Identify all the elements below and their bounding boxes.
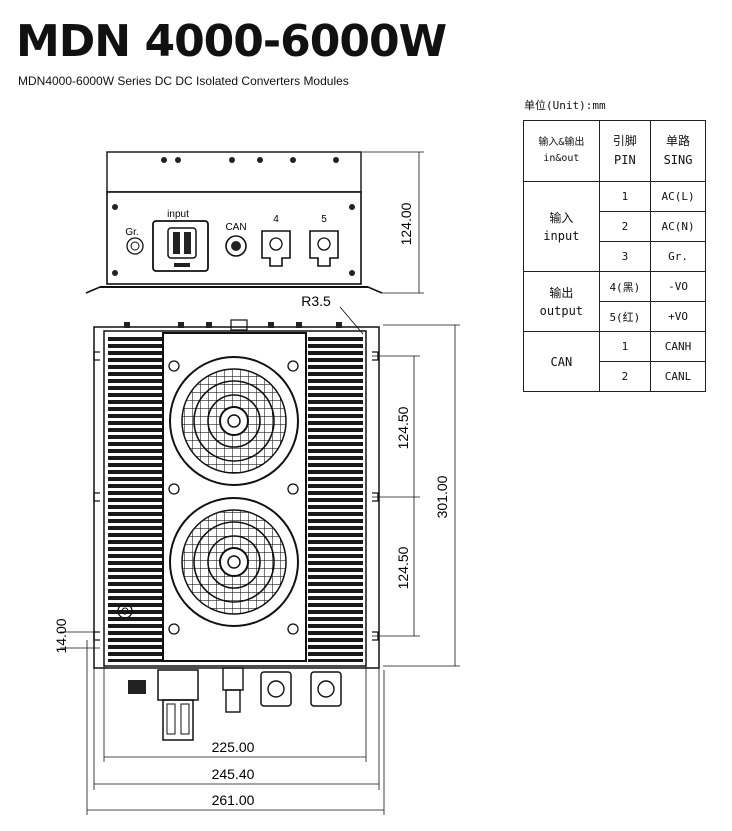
table-row: CAN 1 CANH (523, 331, 706, 392)
group-input: 输入 input (523, 181, 600, 272)
width-total-label: 261.00 (212, 792, 255, 808)
total-height-label: 301.00 (434, 475, 450, 518)
bottom-can-connector-icon (222, 667, 244, 713)
gr-terminal-icon (126, 237, 144, 255)
group-output-cn: 输出 (549, 285, 574, 300)
input-label: input (167, 209, 189, 220)
header-pin-en: PIN (614, 153, 636, 167)
page-subtitle: MDN4000-6000W Series DC DC Isolated Conv… (18, 74, 349, 88)
pin-cell: 4(黑) (598, 271, 652, 302)
header-inout: 输入&输出 in&out (523, 120, 600, 182)
pin-cell: 3 (598, 241, 652, 272)
output-terminal-5-icon (309, 230, 339, 267)
module-body (103, 330, 367, 667)
signal-cell: CANL (650, 361, 706, 392)
heatsink-fins-right (308, 337, 363, 662)
front-panel (106, 191, 362, 285)
signal-cell: +VO (650, 301, 706, 332)
unit-label: 单位(Unit):mm (524, 99, 606, 112)
signal-cell: -VO (650, 271, 706, 302)
gr-label: Gr. (125, 227, 138, 238)
group-input-cn: 输入 (549, 210, 574, 225)
radius-label: R3.5 (301, 293, 331, 309)
front-height-dim-label: 124.00 (398, 202, 414, 245)
pitch-upper-label: 124.50 (395, 406, 411, 449)
input-connector-icon (152, 220, 209, 272)
pin-cell: 2 (598, 361, 652, 392)
header-inout-cn: 输入&输出 (538, 137, 585, 148)
terminal-5-label: 5 (321, 214, 327, 225)
table-row: 2 CANL (524, 361, 706, 392)
pin-cell: 5(红) (598, 301, 652, 332)
header-pin-cn: 引脚 (612, 133, 637, 148)
page-title: MDN 4000-6000W (16, 16, 447, 67)
signal-cell: AC(L) (650, 181, 706, 212)
pin-cell: 1 (598, 331, 652, 362)
slot-dim-label: 14.00 (53, 618, 69, 653)
bottom-input-connector-icon (128, 669, 199, 741)
fan-lower-icon (169, 497, 299, 627)
bottom-output-terminals-icon (260, 671, 342, 707)
width-mid-label: 245.40 (212, 766, 255, 782)
header-sing: 单路 SING (650, 120, 706, 182)
table-row: 输入 input 1 AC(L) (523, 181, 706, 272)
group-output-en: output (539, 303, 584, 318)
front-view (85, 151, 424, 294)
group-can-cn: CAN (550, 354, 573, 369)
header-pin: 引脚 PIN (598, 120, 652, 182)
width-inner-label: 225.00 (212, 739, 255, 755)
header-sing-cn: 单路 (666, 133, 691, 148)
fan-upper-icon (169, 356, 299, 486)
pin-table-header-row: 输入&输出 in&out 引脚 PIN 单路 SING (523, 120, 706, 182)
group-input-en: input (543, 228, 580, 243)
can-label: CAN (225, 222, 246, 233)
pitch-lower-label: 124.50 (395, 546, 411, 589)
output-terminal-4-icon (261, 230, 291, 267)
table-row: 5(红) +VO (524, 301, 706, 332)
header-inout-en: in&out (543, 153, 580, 164)
ground-bolt-icon (117, 603, 133, 619)
group-can: CAN (523, 331, 600, 392)
pin-table: 输入&输出 in&out 引脚 PIN 单路 SING 输入 input 1 A… (523, 120, 706, 392)
terminal-4-label: 4 (273, 214, 279, 225)
cover-screws (168, 360, 299, 635)
group-output: 输出 output (523, 271, 600, 332)
heatsink-fins-left (108, 337, 163, 662)
top-view (60, 306, 460, 815)
front-top-screws (112, 157, 355, 276)
table-row: 输出 output 4(黑) -VO (523, 271, 706, 332)
header-sing-en: SING (663, 153, 693, 167)
can-connector-icon (225, 235, 247, 257)
pin-cell: 1 (598, 181, 652, 212)
table-row: 3 Gr. (524, 241, 706, 272)
